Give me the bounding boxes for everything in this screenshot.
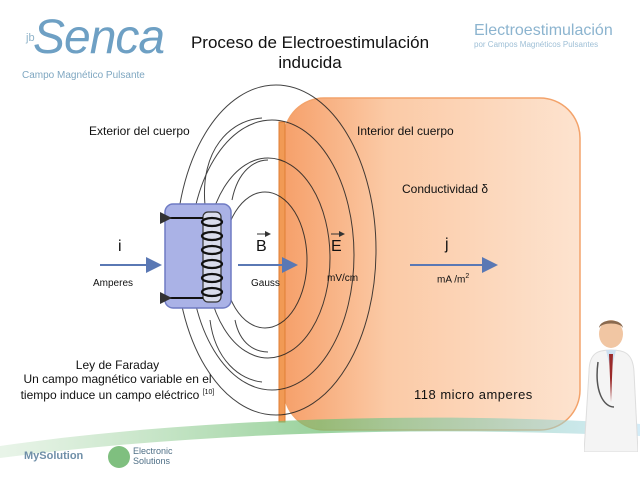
slide-title: Proceso de Electroestimulación inducida [150,33,470,73]
electronic-solutions-line2: Solutions [133,456,171,466]
electric-field-unit: mV/cm [327,273,359,284]
current-symbol: i [118,238,122,255]
logo-subtitle: Campo Magnético Pulsante [22,70,145,81]
exterior-label: Exterior del cuerpo [89,124,190,138]
faraday-ref: [10] [202,389,215,396]
coil-core [202,211,222,303]
faraday-heading: Ley de Faraday [75,358,160,372]
senca-logo: Senca [33,11,165,64]
electronic-solutions-icon [108,446,130,468]
bottom-swoosh [0,417,640,458]
conductivity-label: Conductividad δ [402,182,489,196]
interior-label: Interior del cuerpo [357,124,454,138]
title-line1: Proceso de Electroestimulación [190,33,430,52]
electronic-solutions-logo: Electronic Solutions [133,446,173,466]
coil-windings [200,216,224,298]
electronic-solutions-line1: Electronic [133,446,173,456]
density-symbol: j [445,236,449,253]
current-unit: Amperes [93,278,134,289]
skin-layer [278,121,286,423]
field-lines [175,84,377,416]
title-line2: inducida [278,53,342,72]
coil-leads [160,212,203,304]
density-unit: mA /m2 [437,273,470,286]
faraday-text: Ley de Faraday Un campo magnético variab… [20,358,215,402]
logo-jb: jb [26,32,35,44]
doctor-illustration [584,320,638,452]
field-symbol: B [256,238,267,255]
brand-subtitle: por Campos Magnéticos Pulsantes [474,40,599,49]
field-unit: Gauss [251,278,280,289]
mysolution-logo: MySolution [24,450,84,462]
electric-field-symbol: E [331,238,342,255]
faraday-body: Un campo magnético variable en el tiempo… [20,372,212,402]
current-value: 118 micro amperes [414,387,533,402]
brand-title: Electroestimulación [474,22,613,39]
